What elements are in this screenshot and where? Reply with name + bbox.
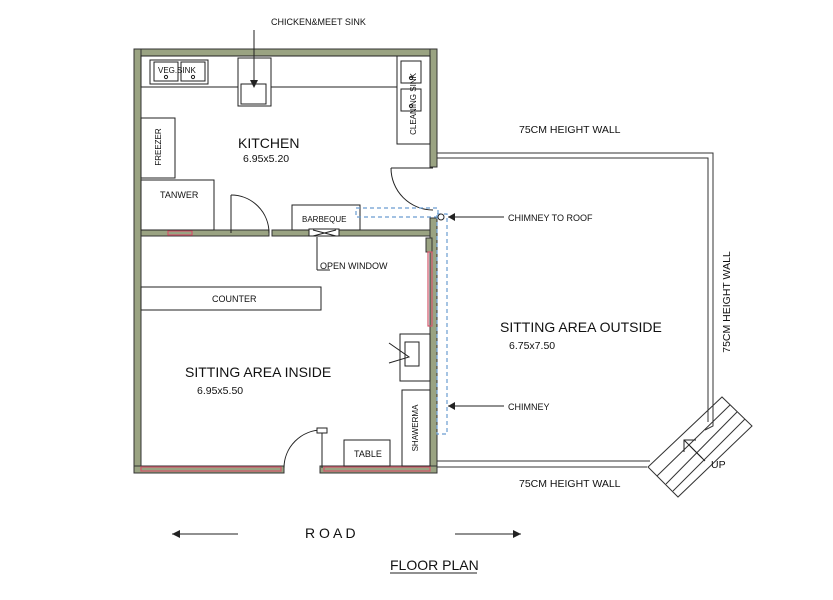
leader-lines xyxy=(250,30,504,410)
sitting-inside-size: 6.95x5.50 xyxy=(197,385,243,397)
wall-right-label: 75CM HEIGHT WALL xyxy=(721,251,733,353)
freezer-label: FREEZER xyxy=(154,128,163,166)
floor-plan-title: FLOOR PLAN xyxy=(390,557,479,573)
veg-sink-label: VEG.SINK xyxy=(158,66,196,75)
table-label: TABLE xyxy=(354,449,382,459)
barbeque-label: BARBEQUE xyxy=(302,215,346,224)
tanwer-label: TANWER xyxy=(160,190,199,200)
shawerma-label: SHAWERMA xyxy=(411,404,420,451)
chimney-label: CHIMNEY xyxy=(508,402,550,412)
building-walls xyxy=(133,48,438,474)
sitting-outside-name: SITTING AREA OUTSIDE xyxy=(500,319,662,335)
sitting-outside-size: 6.75x7.50 xyxy=(509,340,555,352)
open-window-label: OPEN WINDOW xyxy=(320,261,388,271)
road-arrows xyxy=(172,530,521,538)
road-label: R O A D xyxy=(305,525,356,541)
up-label: UP xyxy=(711,459,726,471)
kitchen-fixtures xyxy=(140,55,434,237)
wall-bottom-label: 75CM HEIGHT WALL xyxy=(519,478,621,490)
inside-fixtures xyxy=(140,286,431,469)
staircase xyxy=(647,396,753,498)
sitting-inside-name: SITTING AREA INSIDE xyxy=(185,364,331,380)
cleaning-sink-label: CLEANING SINK xyxy=(409,72,418,134)
kitchen-size: 6.95x5.20 xyxy=(243,153,289,165)
chicken-sink-label: CHICKEN&MEET SINK xyxy=(271,17,366,27)
chimney-to-roof-label: CHIMNEY TO ROOF xyxy=(508,213,593,223)
up-arrow-icon xyxy=(683,439,706,462)
counter-label: COUNTER xyxy=(212,294,257,304)
chimney-ducts xyxy=(355,207,448,435)
outdoor-low-wall xyxy=(437,152,714,468)
kitchen-name: KITCHEN xyxy=(238,135,299,151)
windows xyxy=(140,230,433,472)
wall-top-label: 75CM HEIGHT WALL xyxy=(519,124,621,136)
